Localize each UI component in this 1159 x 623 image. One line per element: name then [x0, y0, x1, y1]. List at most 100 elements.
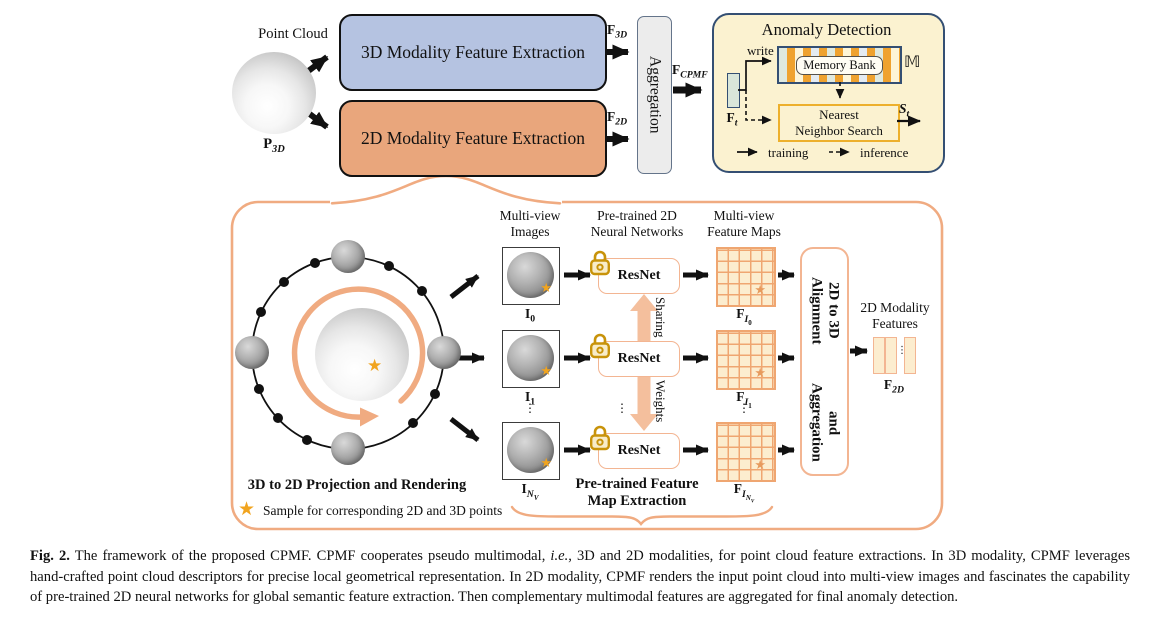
- output-line1: 2D Modality: [860, 300, 930, 315]
- image-inv: ★: [502, 422, 560, 480]
- alignment-line2: and Aggregation: [808, 383, 842, 463]
- weights-label: Weights: [653, 380, 668, 423]
- output-features-header: 2D Modality Features: [840, 300, 950, 332]
- lock-icon: [590, 333, 611, 359]
- f2d-out-base: F: [883, 377, 893, 392]
- pretrained-line2: Map Extraction: [587, 493, 687, 509]
- st-base: S: [899, 101, 907, 116]
- f2d-base: F: [607, 109, 616, 124]
- f3d-base: F: [607, 22, 616, 37]
- inv-subsub: V: [533, 493, 539, 502]
- output-line2: Features: [872, 316, 918, 331]
- feature-bar-3: [904, 337, 916, 374]
- ft-label: Ft: [717, 110, 747, 129]
- fi0-label: FI0: [716, 306, 772, 327]
- p3d-label: P3D: [232, 136, 316, 155]
- feature-bar-1: [873, 337, 885, 374]
- legend-training-label: training: [768, 145, 809, 160]
- image-i0: ★: [502, 247, 560, 305]
- fcpmf-sub: CPMF: [680, 69, 708, 81]
- header-nn-line2: Neural Networks: [590, 224, 684, 239]
- pretrained-line1: Pre-trained Feature: [575, 476, 699, 492]
- fcpmf-label: FCPMF: [672, 62, 708, 81]
- ft-feature-rect: [727, 73, 740, 108]
- fmap-column-dots: ⋮: [738, 401, 750, 415]
- write-label: write: [747, 43, 774, 58]
- view-sphere-right: [427, 336, 461, 369]
- lock-icon: [590, 425, 611, 451]
- sample-star-on-sphere: ★: [367, 356, 383, 376]
- alignment-aggregation-box: 2D to 3D Alignment and Aggregation: [800, 247, 849, 476]
- view-sphere-top: [331, 240, 365, 273]
- aggregation-box: Aggregation: [637, 16, 672, 174]
- memory-bank: Memory Bank: [777, 46, 902, 84]
- memory-bank-label: Memory Bank: [796, 55, 883, 75]
- p3d-sub: 3D: [272, 143, 285, 155]
- feature-bar-2: [885, 337, 897, 374]
- image-inv-star: ★: [540, 456, 552, 471]
- sharing-label: Sharing: [653, 297, 668, 338]
- fmap-i1-star: ★: [754, 366, 766, 381]
- f2d-out-sub: 2D: [892, 384, 905, 396]
- point-cloud-sphere: [232, 52, 316, 134]
- rotation-arc-head: [360, 407, 379, 427]
- resnet-column-dots: ⋮: [616, 401, 628, 415]
- star-note: Sample for corresponding 2D and 3D point…: [263, 503, 503, 518]
- image-column-dots: ⋮: [524, 401, 536, 415]
- image-i1: ★: [502, 330, 560, 388]
- header-pretrained-nn: Pre-trained 2D Neural Networks: [572, 208, 702, 240]
- image-i0-star: ★: [540, 281, 552, 296]
- header-fm-line2: Feature Maps: [707, 224, 781, 239]
- memory-set-symbol: 𝕄: [904, 52, 921, 71]
- caption-text-2: , 3D and 2D modalities, for point cloud …: [30, 548, 1131, 605]
- fmap-to-align-arrows: [778, 269, 795, 456]
- f2d-label: F2D: [607, 109, 627, 128]
- p3d-base: P: [263, 136, 273, 152]
- fcpmf-base: F: [672, 62, 681, 77]
- point-cloud-label: Point Cloud: [258, 26, 328, 42]
- fmap-inv-star: ★: [754, 458, 766, 473]
- center-sphere: [315, 308, 409, 401]
- fmap-i0-star: ★: [754, 283, 766, 298]
- inv-sub: N: [526, 488, 534, 500]
- nns-line2: Neighbor Search: [795, 123, 883, 138]
- f3d-label: F3D: [607, 22, 627, 41]
- i0-label: I0: [502, 306, 558, 325]
- header-fm-line1: Multi-view: [713, 208, 775, 223]
- image-i1-star: ★: [540, 364, 552, 379]
- pretrained-extraction-label: Pre-trained Feature Map Extraction: [547, 476, 727, 510]
- finv-base: F: [733, 481, 743, 496]
- view-sphere-bottom: [331, 432, 365, 465]
- fmap-i1: ★: [716, 330, 776, 390]
- fmap-inv: ★: [716, 422, 776, 482]
- caption-text-1: The framework of the proposed CPMF. CPMF…: [69, 548, 551, 564]
- fmap-i0: ★: [716, 247, 776, 307]
- resnet-to-fmap-arrows: [683, 269, 709, 456]
- anomaly-title: Anomaly Detection: [761, 20, 892, 39]
- legend-star-icon: ★: [238, 498, 256, 520]
- f3d-sub: 3D: [615, 29, 628, 41]
- figure-caption: Fig. 2. The framework of the proposed CP…: [30, 546, 1130, 608]
- f2d-sub: 2D: [615, 116, 628, 128]
- box-3d-modality: 3D Modality Feature Extraction: [339, 14, 607, 91]
- nns-line1: Nearest: [819, 107, 859, 123]
- header-images-line1: Multi-view: [499, 208, 561, 223]
- ft-sub: t: [734, 117, 738, 129]
- st-sub: t: [906, 108, 910, 120]
- nearest-neighbor-search-box: Nearest Neighbor Search: [778, 104, 900, 142]
- box-2d-modality: 2D Modality Feature Extraction: [339, 100, 607, 177]
- header-multiview-fmaps: Multi-view Feature Maps: [684, 208, 804, 240]
- f2d-output-label: F2D: [863, 377, 925, 396]
- caption-ie: i.e.: [550, 548, 569, 564]
- view-sphere-left: [235, 336, 269, 369]
- finv-subsubsub: V: [750, 499, 755, 505]
- header-images-line2: Images: [510, 224, 550, 239]
- header-nn-line1: Pre-trained 2D: [597, 208, 677, 223]
- projection-label: 3D to 2D Projection and Rendering: [247, 477, 467, 493]
- image-to-resnet-arrows: [564, 269, 591, 456]
- legend-inference-label: inference: [860, 145, 909, 160]
- alignment-text: 2D to 3D Alignment and Aggregation: [808, 249, 842, 474]
- st-label: St: [899, 101, 909, 120]
- alignment-line1: 2D to 3D Alignment: [808, 276, 842, 345]
